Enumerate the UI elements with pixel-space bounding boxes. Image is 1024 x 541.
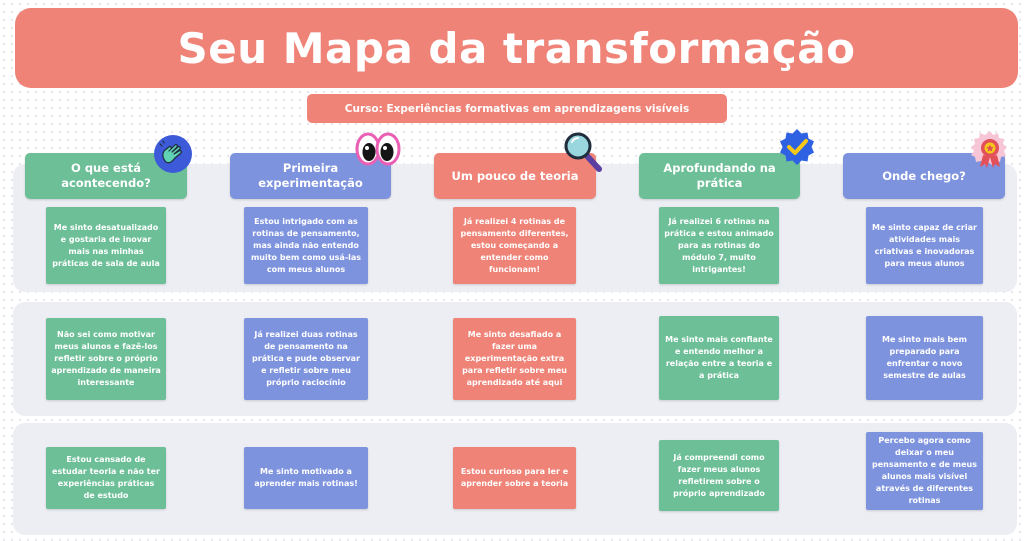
verified-badge-icon — [780, 129, 814, 165]
card-col1-row1: Me sinto desatualizado e gostaria de ino… — [46, 207, 166, 284]
card-col4-row3: Já compreendi como fazer meus alunos ref… — [659, 440, 779, 511]
card-col5-row1: Me sinto capaz de criar atividades mais … — [866, 207, 983, 284]
card-col5-row3: Percebo agora como deixar o meu pensamen… — [866, 432, 983, 510]
card-col2-row3: Me sinto motivado a aprender mais rotina… — [244, 447, 368, 509]
card-col5-row2: Me sinto mais bem preparado para enfrent… — [866, 316, 983, 400]
page-title: Seu Mapa da transformação — [177, 23, 856, 73]
card-col4-row1: Já realizei 6 rotinas na prática e estou… — [659, 207, 779, 284]
card-col1-row3: Estou cansado de estudar teoria e não te… — [46, 447, 166, 509]
card-col1-row2: Não sei como motivar meus alunos e fazê-… — [46, 318, 166, 400]
column-header-3: Um pouco de teoria — [434, 153, 596, 199]
award-medal-icon — [971, 131, 1007, 168]
card-col2-row2: Já realizei duas rotinas de pensamento n… — [244, 318, 368, 400]
card-col3-row3: Estou curioso para ler e aprender sobre … — [453, 447, 576, 509]
card-col4-row2: Me sinto mais confiante e entendo melhor… — [659, 316, 779, 400]
waving-hand-icon — [154, 135, 192, 173]
magnifier-icon — [564, 132, 602, 172]
card-col3-row1: Já realizei 4 rotinas de pensamento dife… — [453, 207, 576, 284]
eyes-icon — [355, 132, 401, 166]
course-label: Curso: Experiências formativas em aprend… — [307, 94, 727, 123]
card-col3-row2: Me sinto desafiado a fazer uma experimen… — [453, 318, 576, 400]
card-col2-row1: Estou intrigado com as rotinas de pensam… — [244, 207, 368, 284]
column-header-4: Aprofundando na prática — [639, 153, 800, 199]
title-banner: Seu Mapa da transformação — [15, 8, 1018, 88]
